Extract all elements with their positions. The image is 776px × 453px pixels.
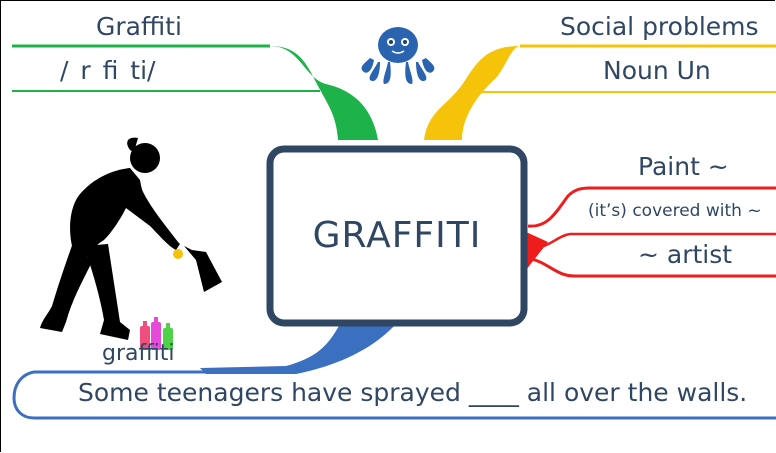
spray-cans-icon xyxy=(140,317,173,350)
person-spraying-silhouette xyxy=(40,137,222,340)
spray-paint-dot xyxy=(173,249,183,259)
yellow-branch xyxy=(424,44,776,140)
red-branch xyxy=(526,186,776,278)
graffiti-phonetic: / r fi ti/ xyxy=(60,56,156,85)
graffiti-heading: Graffiti xyxy=(96,12,182,41)
octopus-icon xyxy=(361,27,435,84)
part-of-speech-label: Noun Un xyxy=(603,56,711,85)
green-branch-stem xyxy=(12,46,378,140)
artist-label: ~ artist xyxy=(638,240,733,269)
covered-with-label: (it’s) covered with ~ xyxy=(588,201,762,221)
blue-branch xyxy=(12,324,776,420)
center-box xyxy=(266,145,528,327)
red-line-top xyxy=(527,186,776,228)
center-title: GRAFFITI xyxy=(312,215,482,256)
red-branch-stem xyxy=(526,232,548,270)
blue-branch-stem xyxy=(200,324,396,374)
paint-heading: Paint ~ xyxy=(638,152,729,181)
answer-word-label: graffiti xyxy=(102,341,175,366)
green-branch xyxy=(12,44,378,140)
blue-sentence-bracket xyxy=(12,370,776,420)
example-sentence: Some teenagers have sprayed ____ all ove… xyxy=(78,378,748,407)
social-problems-heading: Social problems xyxy=(560,12,759,41)
